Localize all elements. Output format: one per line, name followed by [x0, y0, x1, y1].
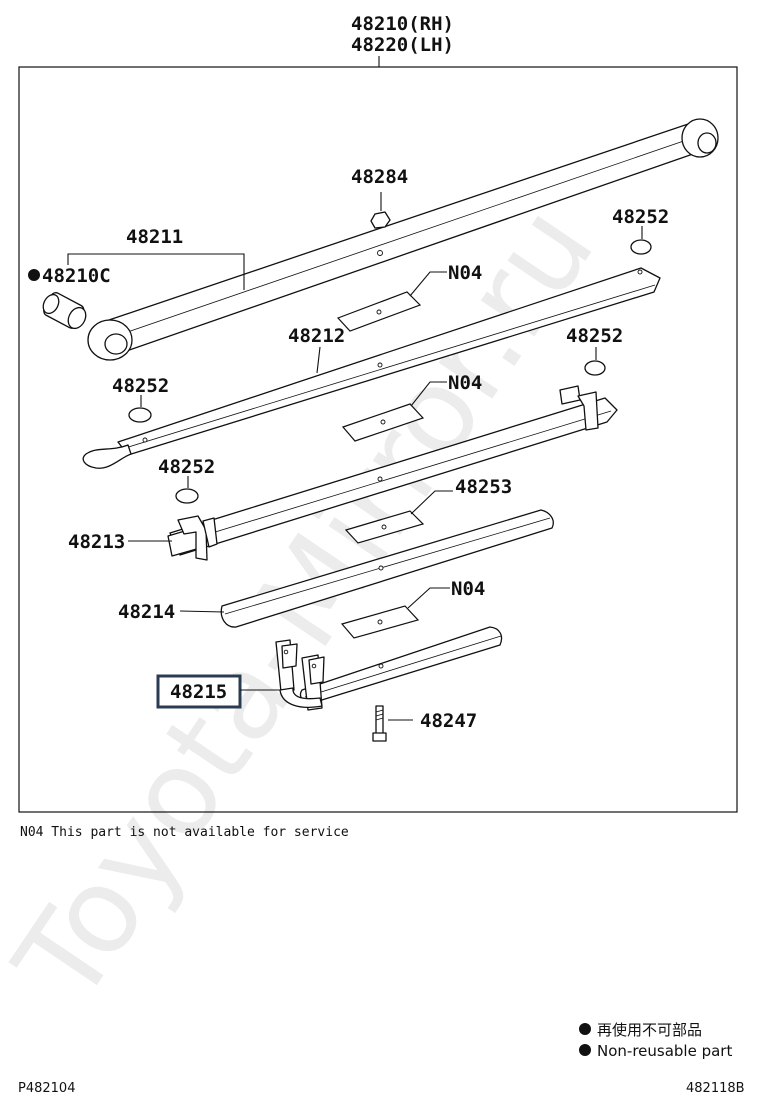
highlight-box-48215 [156, 674, 242, 709]
insulator-48252-d[interactable] [175, 476, 199, 504]
label-48252-c[interactable]: 48252 [112, 375, 169, 397]
insulator-48252-a[interactable] [630, 226, 652, 255]
label-48215[interactable]: 48215 [170, 681, 227, 703]
insulator-48252-b[interactable] [584, 347, 606, 376]
pad-n04-b[interactable] [341, 381, 447, 442]
spacer-48253[interactable] [344, 490, 453, 544]
label-48252-b[interactable]: 48252 [566, 325, 623, 347]
insulator-48252-c[interactable] [128, 395, 152, 423]
legend-text-en: Non-reusable part [597, 1042, 732, 1060]
label-48252-a[interactable]: 48252 [612, 206, 669, 228]
label-48284[interactable]: 48284 [351, 166, 408, 188]
label-48212[interactable]: 48212 [288, 325, 345, 347]
assembly-label-lh[interactable]: 48220(LH) [351, 34, 454, 56]
pad-n04-c[interactable] [340, 587, 450, 639]
label-n04-b[interactable]: N04 [448, 372, 482, 394]
leaf-48212[interactable] [82, 267, 661, 469]
non-reusable-marker [28, 269, 40, 281]
legend-text-jp: 再使用不可部品 [597, 1021, 702, 1039]
legend-marker-jp-icon [579, 1023, 591, 1035]
leaf-48211[interactable] [87, 118, 719, 361]
leaf-48214[interactable] [220, 509, 554, 628]
label-48247[interactable]: 48247 [420, 710, 477, 732]
bolt-48247[interactable] [372, 705, 413, 742]
leaf-48213[interactable] [167, 385, 618, 561]
nut-48284[interactable] [370, 192, 391, 229]
label-48214[interactable]: 48214 [118, 601, 175, 623]
legend-marker-en-icon [579, 1044, 591, 1056]
label-n04-a[interactable]: N04 [448, 262, 482, 284]
service-note: N04 This part is not available for servi… [20, 825, 349, 840]
footer-left-code: P482104 [18, 1081, 75, 1096]
label-48252-d[interactable]: 48252 [158, 456, 215, 478]
label-48253[interactable]: 48253 [455, 476, 512, 498]
label-n04-c[interactable]: N04 [451, 578, 485, 600]
label-48213[interactable]: 48213 [68, 531, 125, 553]
pad-n04-a[interactable] [336, 271, 447, 332]
leaf-48215[interactable] [275, 626, 503, 711]
label-48211[interactable]: 48211 [126, 226, 183, 248]
bushing-48210c[interactable] [40, 291, 89, 332]
diagram-frame [18, 66, 738, 813]
assembly-label-rh[interactable]: 48210(RH) [351, 13, 454, 35]
label-48210c[interactable]: 48210C [42, 265, 111, 287]
footer-right-code: 482118B [686, 1081, 745, 1096]
